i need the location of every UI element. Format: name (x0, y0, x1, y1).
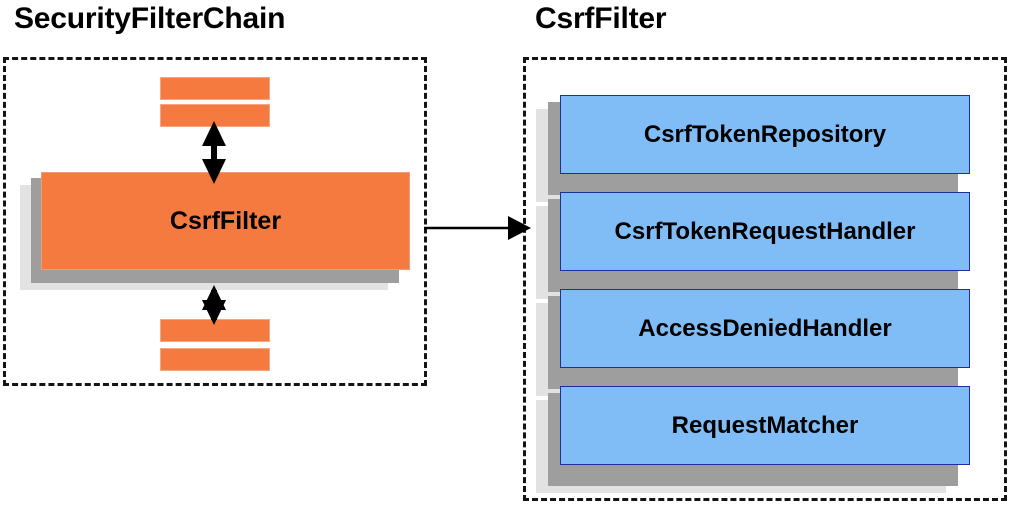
filter-placeholder-bar-top-1 (160, 77, 270, 100)
filter-placeholder-bar-bottom-2 (160, 348, 270, 371)
arrow-csrf-filter-to-detail (424, 216, 531, 240)
component-csrf-token-request-handler[interactable]: CsrfTokenRequestHandler (536, 192, 970, 299)
component-csrf-filter-label: CsrfFilter (41, 172, 410, 270)
panel-title-security-filter-chain: SecurityFilterChain (14, 2, 286, 35)
component-label: CsrfTokenRepository (560, 95, 970, 174)
component-access-denied-handler[interactable]: AccessDeniedHandler (536, 289, 970, 396)
panel-security-filter-chain (3, 57, 427, 386)
component-csrf-token-repository[interactable]: CsrfTokenRepository (536, 95, 970, 202)
component-label: RequestMatcher (560, 386, 970, 465)
component-label: CsrfTokenRequestHandler (560, 192, 970, 271)
filter-placeholder-bar-bottom-1 (160, 319, 270, 342)
panel-csrf-filter (523, 57, 1007, 501)
filter-placeholder-bar-top-2 (160, 104, 270, 127)
component-request-matcher[interactable]: RequestMatcher (536, 386, 970, 493)
component-csrf-filter[interactable]: CsrfFilter (20, 172, 410, 290)
panel-title-csrf-filter: CsrfFilter (535, 2, 667, 35)
component-label: AccessDeniedHandler (560, 289, 970, 368)
